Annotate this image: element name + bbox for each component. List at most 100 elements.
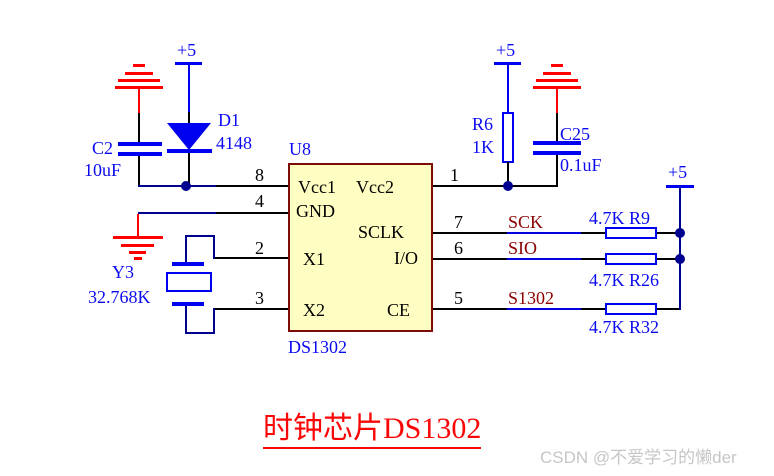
wire-segment [657, 308, 680, 310]
power-label: +5 [668, 162, 688, 182]
component-ref-d1: D1 [218, 110, 240, 130]
wire-segment [213, 235, 215, 259]
component-label-r32: 4.7K R32 [589, 317, 660, 337]
chip-port-vcc2: Vcc2 [356, 177, 394, 197]
net-label-sck: SCK [508, 212, 544, 232]
ground-bar [118, 79, 160, 82]
wire-segment [185, 332, 215, 334]
crystal-plate [172, 262, 204, 266]
wire-segment [556, 155, 558, 186]
wire-segment [657, 232, 680, 234]
wire-segment [185, 235, 187, 264]
wire-segment [215, 257, 288, 259]
capacitor-plate [533, 141, 581, 145]
ground-bar [536, 79, 578, 82]
pin-number-2: 2 [255, 238, 264, 258]
crystal-plate [172, 302, 204, 306]
capacitor-plate [533, 151, 581, 155]
chip-ds1302 [288, 163, 433, 332]
component-ref-r6: R6 [472, 114, 494, 134]
wire-segment [216, 212, 288, 214]
pin-number-1: 1 [450, 165, 459, 185]
page-title: 时钟芯片DS1302 [263, 414, 482, 449]
pin-number-4: 4 [255, 191, 264, 211]
power-stem [507, 64, 509, 112]
wire-segment [138, 185, 217, 187]
power-bar [175, 62, 202, 65]
wire-segment [138, 212, 217, 214]
wire-segment [581, 258, 605, 260]
power-bar [666, 185, 694, 188]
diode-triangle [167, 123, 211, 150]
wire-segment [433, 258, 507, 260]
capacitor-plate [118, 142, 162, 146]
wire-segment [185, 306, 187, 334]
component-value-r6: 1K [472, 137, 494, 157]
chip-port-x1: X1 [303, 249, 325, 269]
power-label: +5 [496, 40, 516, 60]
component-ref-y3: Y3 [112, 262, 134, 282]
wire-segment [215, 308, 288, 310]
wire-segment [507, 162, 509, 186]
wire-segment [216, 185, 288, 187]
ground-bar [551, 64, 563, 67]
component-label-r9: 4.7K R9 [589, 208, 651, 228]
power-bar [494, 62, 521, 65]
resistor-r6 [502, 112, 514, 163]
component-ref-c2: C2 [92, 138, 114, 158]
pin-number-5: 5 [454, 288, 463, 308]
capacitor-plate [118, 152, 162, 156]
wire-segment [188, 153, 190, 186]
power-label: +5 [177, 40, 197, 60]
component-ref-c25: C25 [560, 124, 591, 144]
chip-port-ce: CE [387, 300, 411, 320]
junction-dot [181, 181, 191, 191]
ground-stem [138, 89, 140, 113]
wire-segment [657, 258, 680, 260]
pin-number-3: 3 [255, 288, 264, 308]
ground-bar [113, 236, 163, 239]
junction-dot [503, 181, 513, 191]
wire-segment [433, 185, 558, 187]
resistor-r26 [605, 253, 657, 265]
net-label-s1302: S1302 [508, 288, 555, 308]
wire-segment [433, 232, 507, 234]
chip-part-number: DS1302 [288, 337, 348, 357]
wire-segment [185, 235, 215, 237]
diode-cathode-bar [167, 149, 212, 153]
wire-segment [433, 308, 507, 310]
wire-segment [188, 112, 190, 124]
component-value-y3: 32.768K [88, 287, 151, 307]
junction-dot [675, 228, 685, 238]
chip-port-gnd: GND [296, 201, 335, 221]
wire-segment [507, 232, 581, 234]
wire-segment [138, 156, 140, 185]
resistor-r32 [605, 303, 657, 315]
net-label-sio: SIO [508, 238, 538, 258]
chip-port-sclk: SCLK [358, 222, 405, 242]
wire-segment [556, 113, 558, 141]
ground-stem [137, 214, 139, 237]
power-rail [679, 187, 681, 310]
ground-bar [115, 86, 163, 89]
ground-bar [121, 244, 154, 247]
junction-dot [675, 254, 685, 264]
chip-port-x2: X2 [303, 300, 325, 320]
ground-bar [134, 257, 142, 260]
component-label-r26: 4.7K R26 [589, 270, 660, 290]
wire-segment [507, 258, 581, 260]
pin-number-6: 6 [454, 238, 463, 258]
chip-port-io: I/O [394, 248, 418, 268]
wire-segment [581, 232, 605, 234]
ground-bar [133, 64, 145, 67]
ground-bar [129, 251, 146, 254]
chip-designator: U8 [289, 139, 311, 159]
power-stem [188, 64, 190, 113]
ground-bar [533, 86, 581, 89]
crystal-body [166, 272, 212, 292]
component-value-d1: 4148 [216, 133, 252, 153]
wire-segment [581, 308, 605, 310]
ground-bar [125, 72, 153, 75]
pin-number-8: 8 [255, 165, 264, 185]
